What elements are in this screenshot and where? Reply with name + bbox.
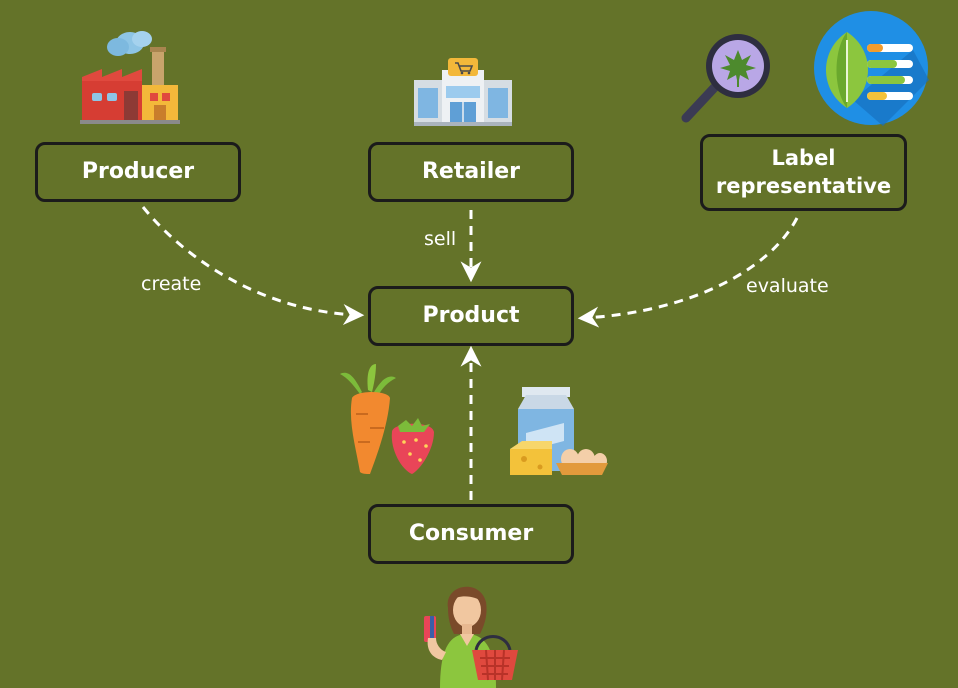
edge-create	[141, 206, 365, 325]
node-producer: Producer	[35, 142, 241, 202]
node-retailer: Retailer	[368, 142, 574, 202]
edge-label-evaluate: evaluate	[746, 275, 829, 297]
magnifier-leaf-icon	[681, 34, 770, 123]
edge-label-create: create	[141, 273, 202, 295]
node-label-representative: Label representative	[700, 134, 907, 211]
edge-label-sell: sell	[424, 228, 457, 250]
store-icon	[414, 58, 512, 126]
factory-icon	[80, 31, 180, 124]
node-consumer: Consumer	[368, 504, 574, 564]
shopper-icon	[424, 586, 518, 688]
node-product: Product	[368, 286, 574, 346]
milk-cheese-eggs-icon	[510, 387, 608, 475]
eco-label-icon	[814, 11, 929, 126]
carrot-strawberry-icon	[340, 364, 434, 474]
edge-evaluate	[577, 217, 799, 328]
